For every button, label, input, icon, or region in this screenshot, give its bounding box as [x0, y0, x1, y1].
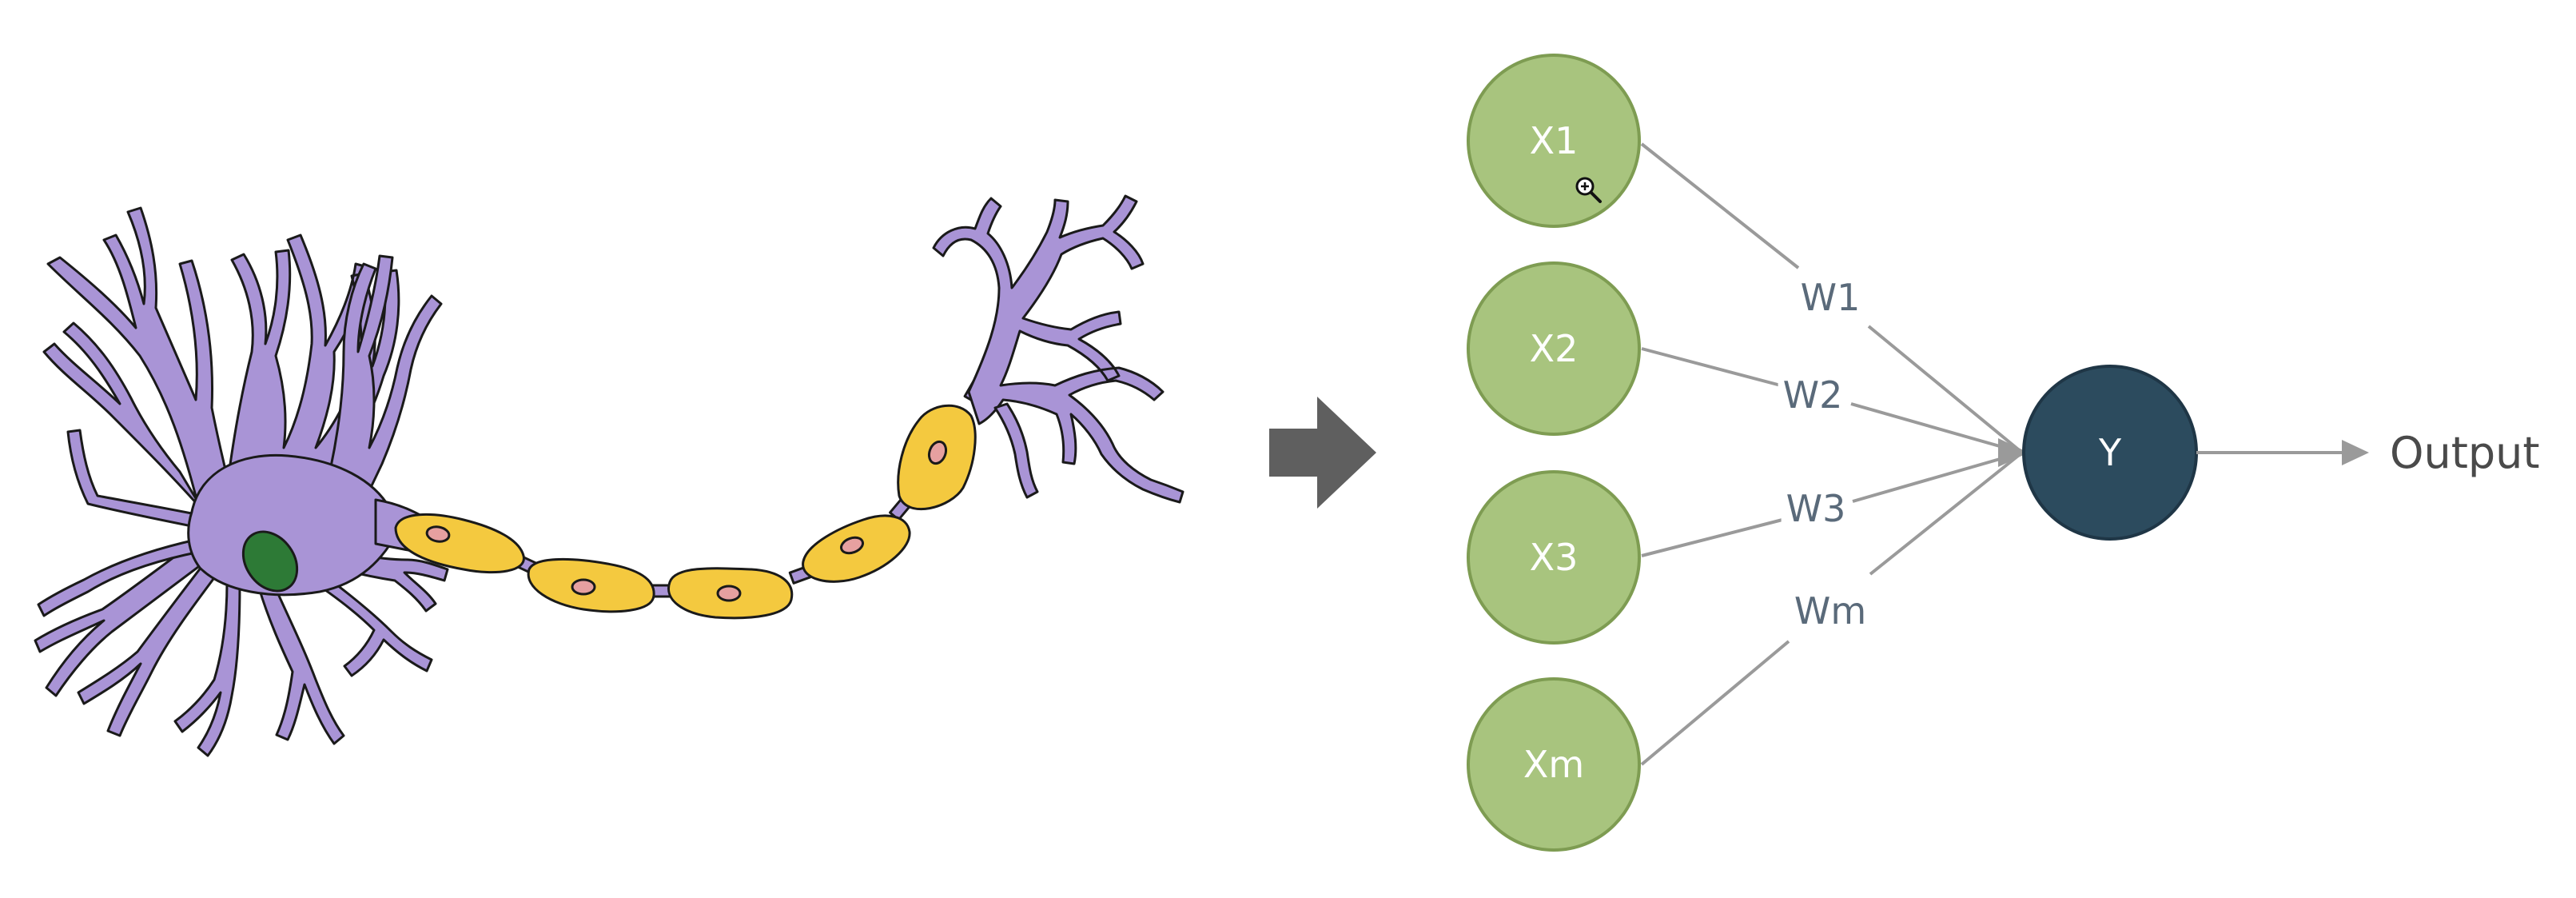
input-node-xm: Xm	[1467, 677, 1641, 852]
nucleus	[241, 530, 299, 593]
neuron-illustration	[34, 194, 1184, 757]
input-label: X3	[1530, 536, 1579, 579]
edge-xm-wm	[1640, 640, 1790, 766]
soma	[187, 453, 401, 597]
edge-x1-w1	[1640, 142, 1800, 269]
weight-labels: W1 W2 W3 Wm	[1778, 274, 1872, 634]
output-node-label: Y	[2098, 431, 2122, 474]
edge-x2-w2	[1641, 347, 1782, 387]
edge-x3-w3	[1641, 518, 1783, 557]
input-label: X1	[1530, 119, 1579, 162]
weight-label-background	[1795, 274, 1865, 321]
input-node-x1: X1	[1467, 54, 1641, 228]
input-node-x2: X2	[1467, 261, 1641, 436]
weight-label-background	[1781, 485, 1851, 532]
myelin-sheaths	[394, 404, 977, 620]
input-label: X2	[1530, 327, 1579, 370]
input-node-x3: X3	[1467, 470, 1641, 645]
weight-label-w3: W3	[1786, 487, 1846, 530]
edge-w3-y	[1852, 451, 2023, 503]
zoom-in-icon	[1575, 177, 1602, 203]
converge-arrowhead-icon	[1998, 438, 2029, 467]
edge-w1-y	[1867, 325, 2024, 454]
input-label: Xm	[1523, 743, 1584, 786]
weight-label-background	[1778, 372, 1848, 418]
weight-edges	[1640, 142, 2024, 766]
output-arrowhead-icon	[2342, 440, 2369, 465]
weight-label-background	[1789, 588, 1872, 634]
transition-arrow-icon	[1269, 397, 1376, 509]
edge-wm-y	[1869, 451, 2024, 576]
myelin-nuclei	[425, 440, 948, 602]
output-node-y: Y	[2022, 365, 2198, 541]
edge-w2-y	[1850, 402, 2023, 454]
weight-label-w1: W1	[1801, 276, 1861, 319]
input-nodes: X1 X2 X3 Xm	[1467, 54, 1641, 852]
weight-label-wm: Wm	[1794, 589, 1866, 633]
output-text: Output	[2390, 428, 2540, 478]
perceptron-diagram: X1 X2 X3 Xm W1 W2 W3 Wm Y	[1467, 54, 2540, 852]
weight-label-w2: W2	[1783, 373, 1843, 417]
axon-terminals	[932, 194, 1184, 504]
